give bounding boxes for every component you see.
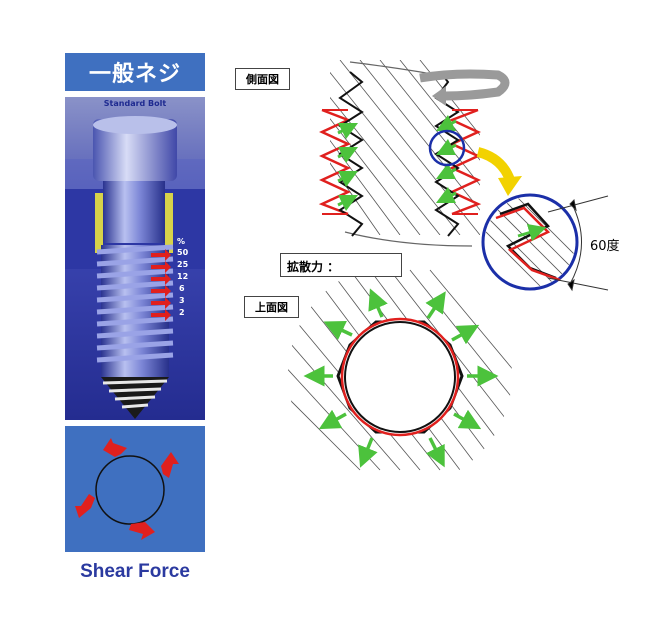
title-text: 一般ネジ — [88, 62, 181, 87]
load-value: 2 — [179, 308, 185, 317]
bolt-head — [93, 119, 177, 181]
shear-caption: Shear Force — [80, 561, 190, 582]
detail-marker-circle — [428, 129, 466, 167]
zoomed-detail — [481, 193, 579, 291]
shear-arrows — [75, 438, 179, 540]
rotation-arrow — [419, 69, 510, 101]
percent-symbol: % — [177, 237, 186, 246]
load-value: 25 — [177, 260, 189, 269]
right-thread-red — [448, 108, 482, 216]
angle-label: 60度 — [590, 239, 620, 254]
shear-force-diagram — [65, 426, 205, 552]
side-view-label: 側面図 — [235, 68, 290, 90]
load-value: 3 — [179, 296, 185, 305]
standard-bolt-illustration: Standard Bolt % 50 25 12 6 3 2 — [65, 97, 205, 420]
shear-circle — [95, 455, 165, 525]
left-thread-red — [318, 108, 352, 216]
bolt-shank — [103, 181, 165, 243]
load-value: 12 — [177, 272, 189, 281]
diffusion-legend-label: 拡散力 ： — [287, 260, 340, 274]
load-arrows — [151, 249, 171, 321]
load-value: 50 — [177, 248, 189, 257]
load-value: 6 — [179, 284, 185, 293]
angle-indicator — [547, 195, 609, 292]
zoom-arrow — [476, 147, 515, 182]
diffusion-legend — [280, 253, 402, 277]
top-view-label: 上面図 — [244, 296, 299, 318]
side-diffusion-arrows — [337, 114, 457, 212]
top-diffusion-arrows — [303, 288, 499, 468]
bolt-label: Standard Bolt — [103, 99, 167, 108]
bolt-graphic — [65, 97, 205, 420]
title-banner: 一般ネジ — [65, 53, 205, 91]
